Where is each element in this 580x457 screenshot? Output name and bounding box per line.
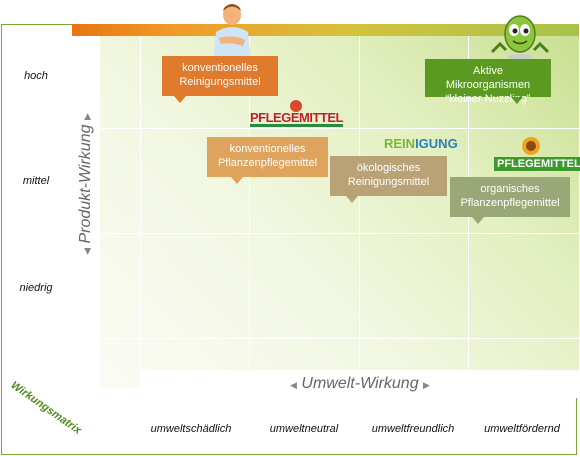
bubble-active-microorganisms: Aktive Mikroorganismen “kleiner Nuzzling…	[425, 59, 551, 105]
grid-line	[72, 233, 579, 234]
x-axis-panel	[140, 370, 579, 398]
col-label-friendly: umweltfreundlich	[371, 423, 455, 435]
bubble-conventional-plant-care: konventionelles Pflanzenpflegemittel	[207, 137, 328, 184]
flower-icon	[290, 100, 303, 112]
pflegemittel-logo: PFLEGEMITTEL	[250, 100, 343, 127]
green-mascot-icon	[490, 15, 550, 60]
y-axis-label: ◀ Produkt-Wirkung ▶	[77, 113, 94, 255]
arrow-left-icon: ◀	[82, 247, 92, 255]
x-axis-label: ◀ Umwelt-Wirkung ▶	[290, 375, 430, 392]
grid-line	[140, 36, 141, 388]
row-label-high: hoch	[24, 70, 48, 82]
grid-line	[359, 36, 360, 388]
arrow-right-icon: ▶	[82, 113, 92, 121]
y-axis-panel	[72, 36, 100, 388]
bubble-ecological-cleaning: ökologisches Reinigungsmittel	[330, 156, 447, 203]
grid-line	[72, 338, 579, 339]
bubble-organic-plant-care: organisches Pflanzenpflegemittel	[450, 177, 570, 224]
top-gradient-bar	[72, 24, 579, 36]
sprout-icon	[384, 128, 458, 136]
man-figure-icon	[213, 4, 251, 60]
bubble-conventional-cleaning: konventionelles Reinigungsmittel	[162, 56, 278, 103]
col-label-harmful: umweltschädlich	[150, 423, 232, 435]
pflegemittel-green-logo: PFLEGEMITTEL	[494, 157, 580, 171]
row-label-medium: mittel	[22, 175, 50, 187]
reinigung-logo: REINIGUNG	[384, 128, 458, 151]
sunflower-icon	[522, 137, 540, 155]
grid-line	[249, 36, 250, 388]
grid-line	[72, 128, 579, 129]
arrow-right-icon: ▶	[423, 380, 430, 390]
row-label-low: niedrig	[19, 282, 53, 294]
col-label-neutral: umweltneutral	[269, 423, 339, 435]
col-label-promoting: umweltfördernd	[484, 423, 560, 435]
arrow-left-icon: ◀	[290, 380, 297, 390]
